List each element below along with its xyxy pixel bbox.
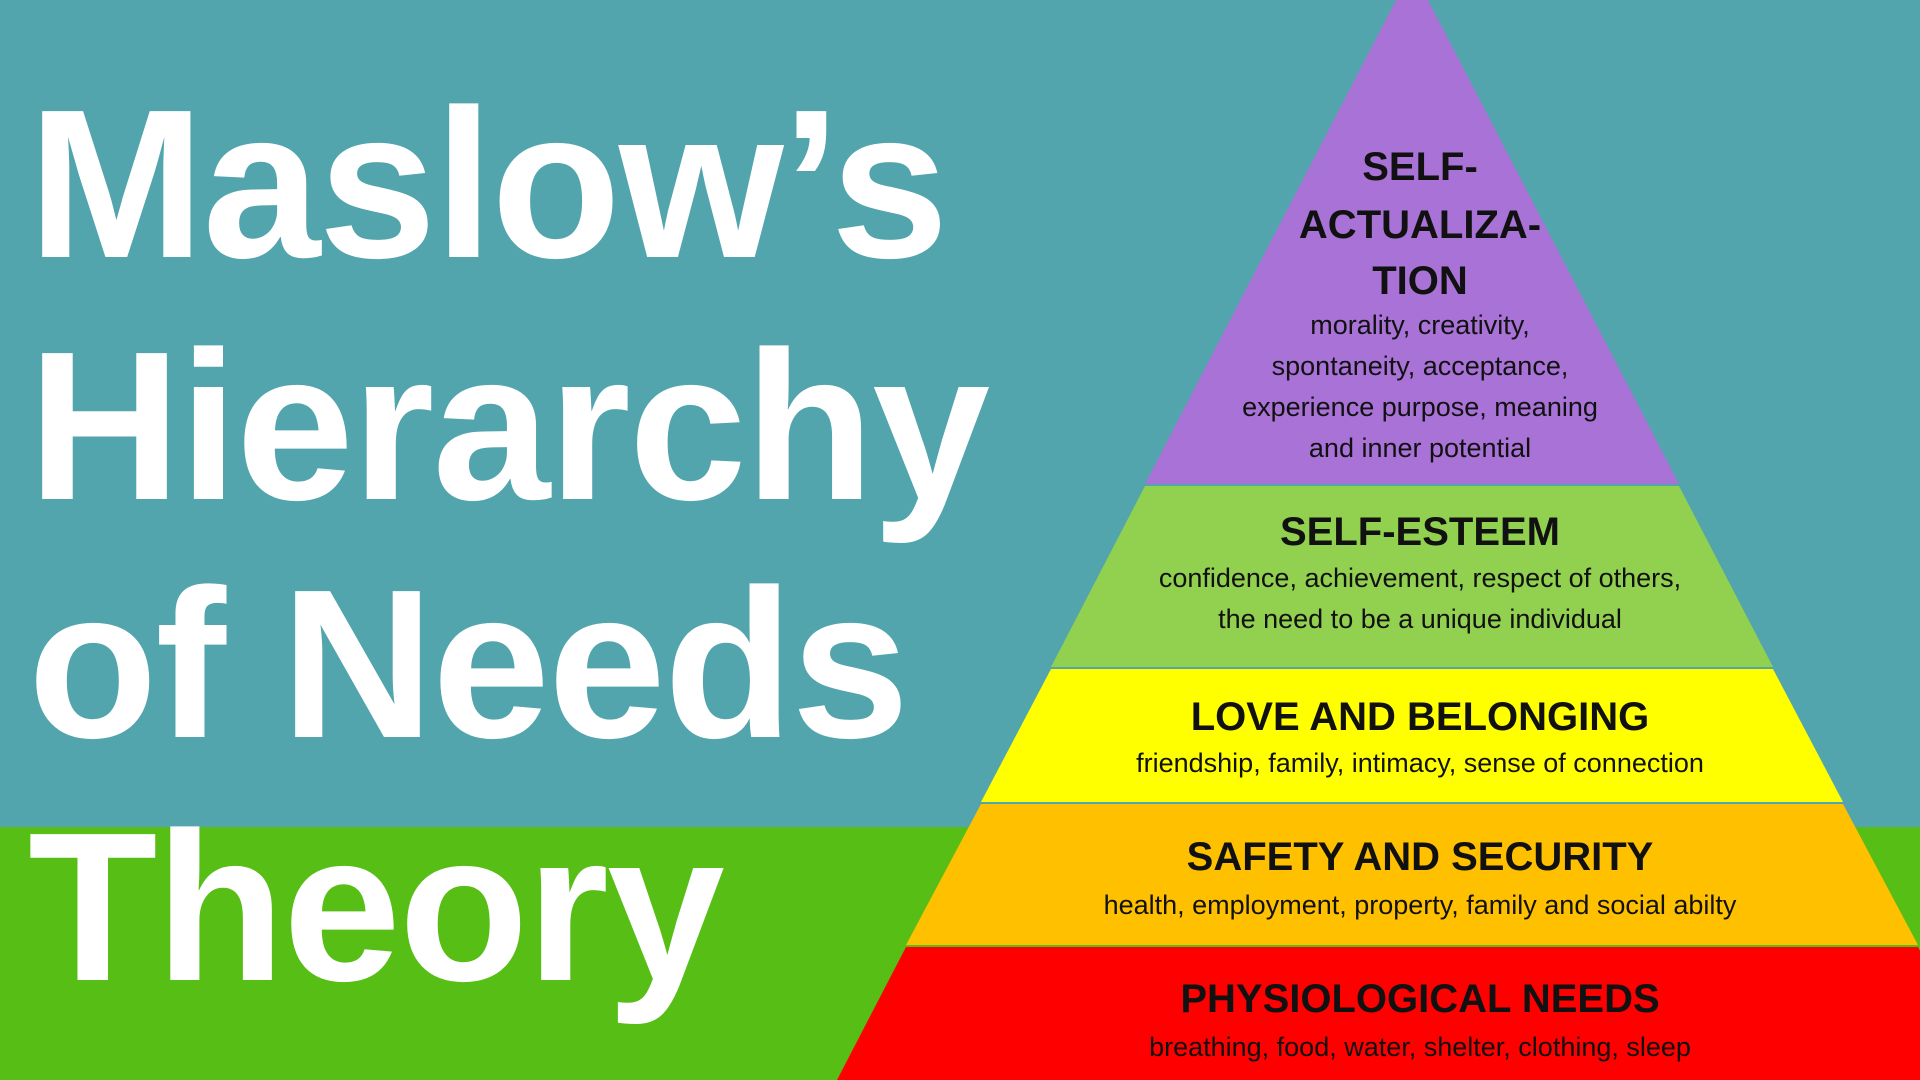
self-actualization-heading-3: TION bbox=[1372, 259, 1468, 303]
safety-body: health, employment, property, family and… bbox=[1103, 890, 1737, 920]
tier-self-esteem bbox=[1051, 486, 1773, 667]
self-actualization-label: SELF- ACTUALIZA- TION morality, creativi… bbox=[1242, 143, 1598, 469]
tier-safety bbox=[906, 804, 1918, 945]
self-actualization-body-3: experience purpose, meaning bbox=[1242, 392, 1598, 422]
title-line-2: Hierarchy bbox=[28, 307, 990, 544]
physiological-heading: PHYSIOLOGICAL NEEDS bbox=[1180, 977, 1660, 1021]
self-actualization-body-2: spontaneity, acceptance, bbox=[1271, 351, 1569, 381]
self-actualization-heading-1: SELF- bbox=[1362, 145, 1478, 189]
tier-self-actualization bbox=[1145, 0, 1679, 484]
safety-heading: SAFETY AND SECURITY bbox=[1186, 835, 1654, 879]
title-line-3: of Needs bbox=[28, 545, 909, 782]
love-label: LOVE AND BELONGING friendship, family, i… bbox=[1136, 693, 1704, 784]
self-esteem-heading: SELF-ESTEEM bbox=[1279, 510, 1561, 554]
self-esteem-body-2: the need to be a unique individual bbox=[1218, 604, 1622, 634]
title-line-4: Theory bbox=[28, 788, 725, 1025]
safety-label: SAFETY AND SECURITY health, employment, … bbox=[1104, 833, 1737, 926]
physiological-body: breathing, food, water, shelter, clothin… bbox=[1149, 1032, 1691, 1062]
self-esteem-label: SELF-ESTEEM confidence, achievement, res… bbox=[1159, 508, 1681, 640]
tier-physiological bbox=[837, 947, 1920, 1080]
self-actualization-body-4: and inner potential bbox=[1308, 433, 1532, 463]
tier-love bbox=[981, 669, 1843, 802]
love-heading: LOVE AND BELONGING bbox=[1190, 695, 1650, 739]
title-line-1: Maslow’s bbox=[28, 65, 949, 302]
self-actualization-heading-2: ACTUALIZA- bbox=[1298, 203, 1542, 247]
physiological-label: PHYSIOLOGICAL NEEDS breathing, food, wat… bbox=[1149, 975, 1691, 1068]
self-esteem-body-1: confidence, achievement, respect of othe… bbox=[1158, 563, 1682, 593]
love-body: friendship, family, intimacy, sense of c… bbox=[1136, 748, 1704, 778]
self-actualization-body-1: morality, creativity, bbox=[1310, 310, 1530, 340]
